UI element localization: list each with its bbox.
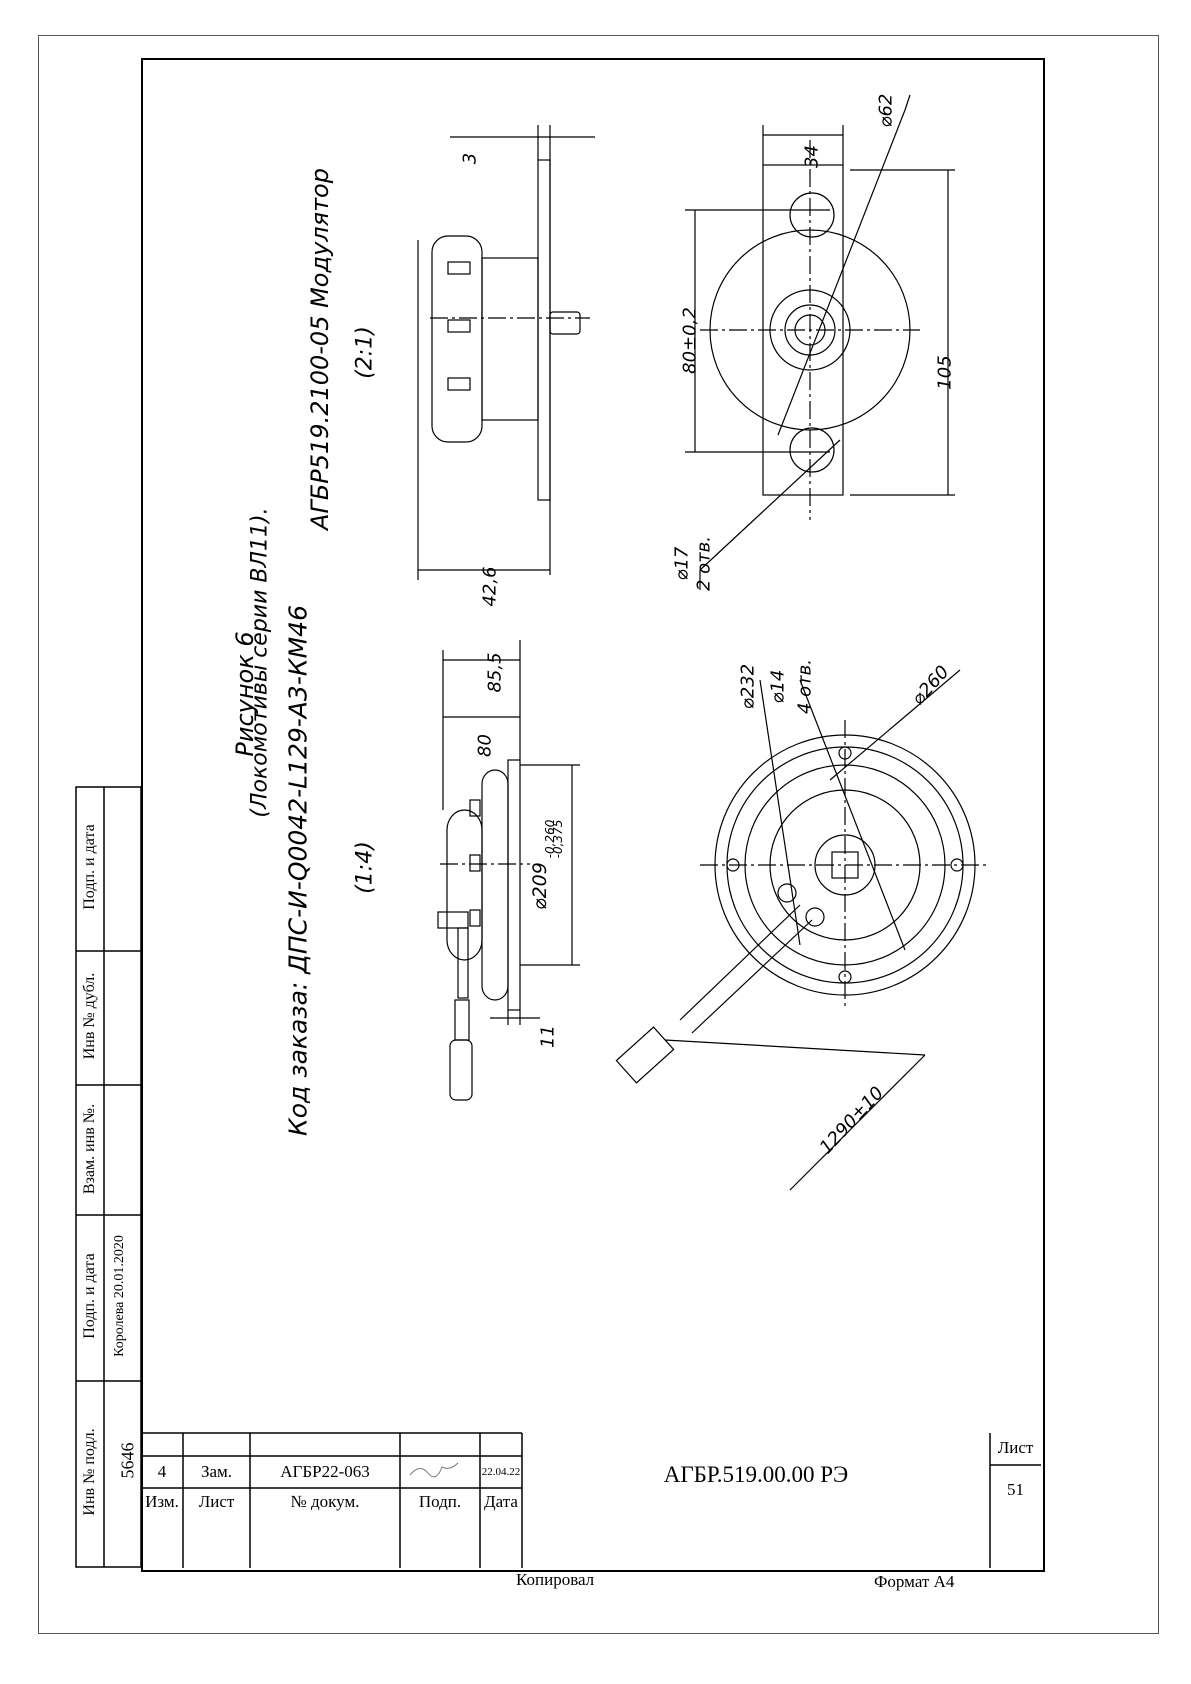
side-signer: Королева 20.01.2020 bbox=[112, 1235, 127, 1357]
tb-list-value: Зам. bbox=[200, 1462, 233, 1481]
tb-h-doc: № докум. bbox=[290, 1492, 360, 1511]
tb-h-date: Дата bbox=[484, 1492, 518, 1511]
tb-sheet-no: 51 bbox=[1007, 1480, 1024, 1499]
tb-izm-value: 4 bbox=[157, 1462, 167, 1481]
dim-209-lower: -0,375 bbox=[551, 819, 565, 859]
footer-copied: Копировал bbox=[516, 1570, 595, 1589]
side-inv-no: 5646 bbox=[117, 1442, 138, 1479]
footer-format: Формат А4 bbox=[874, 1572, 955, 1591]
dim-42-6: 42,6 bbox=[479, 566, 501, 607]
tb-h-izm: Изм. bbox=[145, 1492, 179, 1511]
side-col-vzam-inv: Взам. инв №. bbox=[81, 1103, 98, 1195]
dim-14: ⌀14 bbox=[767, 669, 789, 704]
page-outer-frame bbox=[38, 35, 1159, 1634]
dim-17: ⌀17 bbox=[671, 546, 693, 581]
dim-11: 11 bbox=[537, 1025, 559, 1048]
drawing-frame bbox=[141, 58, 1045, 1572]
dim-80b: 80 bbox=[474, 734, 496, 757]
order-code: Код заказа: ДПС-И-Q0042-L129-А3-КМ46 bbox=[283, 605, 313, 1136]
sensor-front-view bbox=[615, 669, 990, 1191]
figure-subtitle: (Локомотивы серии ВЛ11). bbox=[247, 507, 273, 818]
tb-designation: АГБР.519.00.00 РЭ bbox=[663, 1462, 849, 1487]
title-block-grid bbox=[141, 1432, 1041, 1568]
tb-h-sign: Подп. bbox=[418, 1492, 462, 1511]
side-col-podp-date-2: Подп. и дата bbox=[81, 1253, 98, 1339]
tb-sheet-label: Лист bbox=[997, 1438, 1034, 1457]
signature-scribble bbox=[409, 1462, 459, 1478]
dim-105: 105 bbox=[934, 355, 956, 390]
modulator-title: АГБР519.2100-05 Модулятор bbox=[306, 168, 334, 530]
side-col-inv-podl: Инв № подл. bbox=[81, 1428, 98, 1516]
dim-3: 3 bbox=[459, 152, 481, 165]
dim-80: 80±0,2 bbox=[679, 307, 701, 374]
modulator-side-view bbox=[417, 125, 595, 580]
scale-2-1: (2:1) bbox=[352, 326, 378, 379]
dim-62: ⌀62 bbox=[875, 93, 897, 128]
dim-holes-4: 4 отв. bbox=[794, 659, 816, 715]
side-stamp-grid bbox=[75, 786, 142, 1568]
dim-34: 34 bbox=[801, 145, 823, 168]
sensor-side-view bbox=[437, 640, 580, 1101]
modulator-front-view bbox=[685, 94, 955, 590]
tb-date-value: 22.04.22 bbox=[481, 1466, 521, 1478]
scale-1-4: (1:4) bbox=[352, 841, 378, 894]
tb-doc-value: АГБР22-063 bbox=[280, 1462, 370, 1481]
tb-h-list: Лист bbox=[198, 1492, 235, 1511]
dim-232: ⌀232 bbox=[737, 663, 759, 710]
side-col-podp-date-1: Подп. и дата bbox=[81, 824, 98, 910]
dim-holes-2: 2 отв. bbox=[693, 536, 715, 592]
dim-85-5: 85,5 bbox=[484, 652, 506, 693]
